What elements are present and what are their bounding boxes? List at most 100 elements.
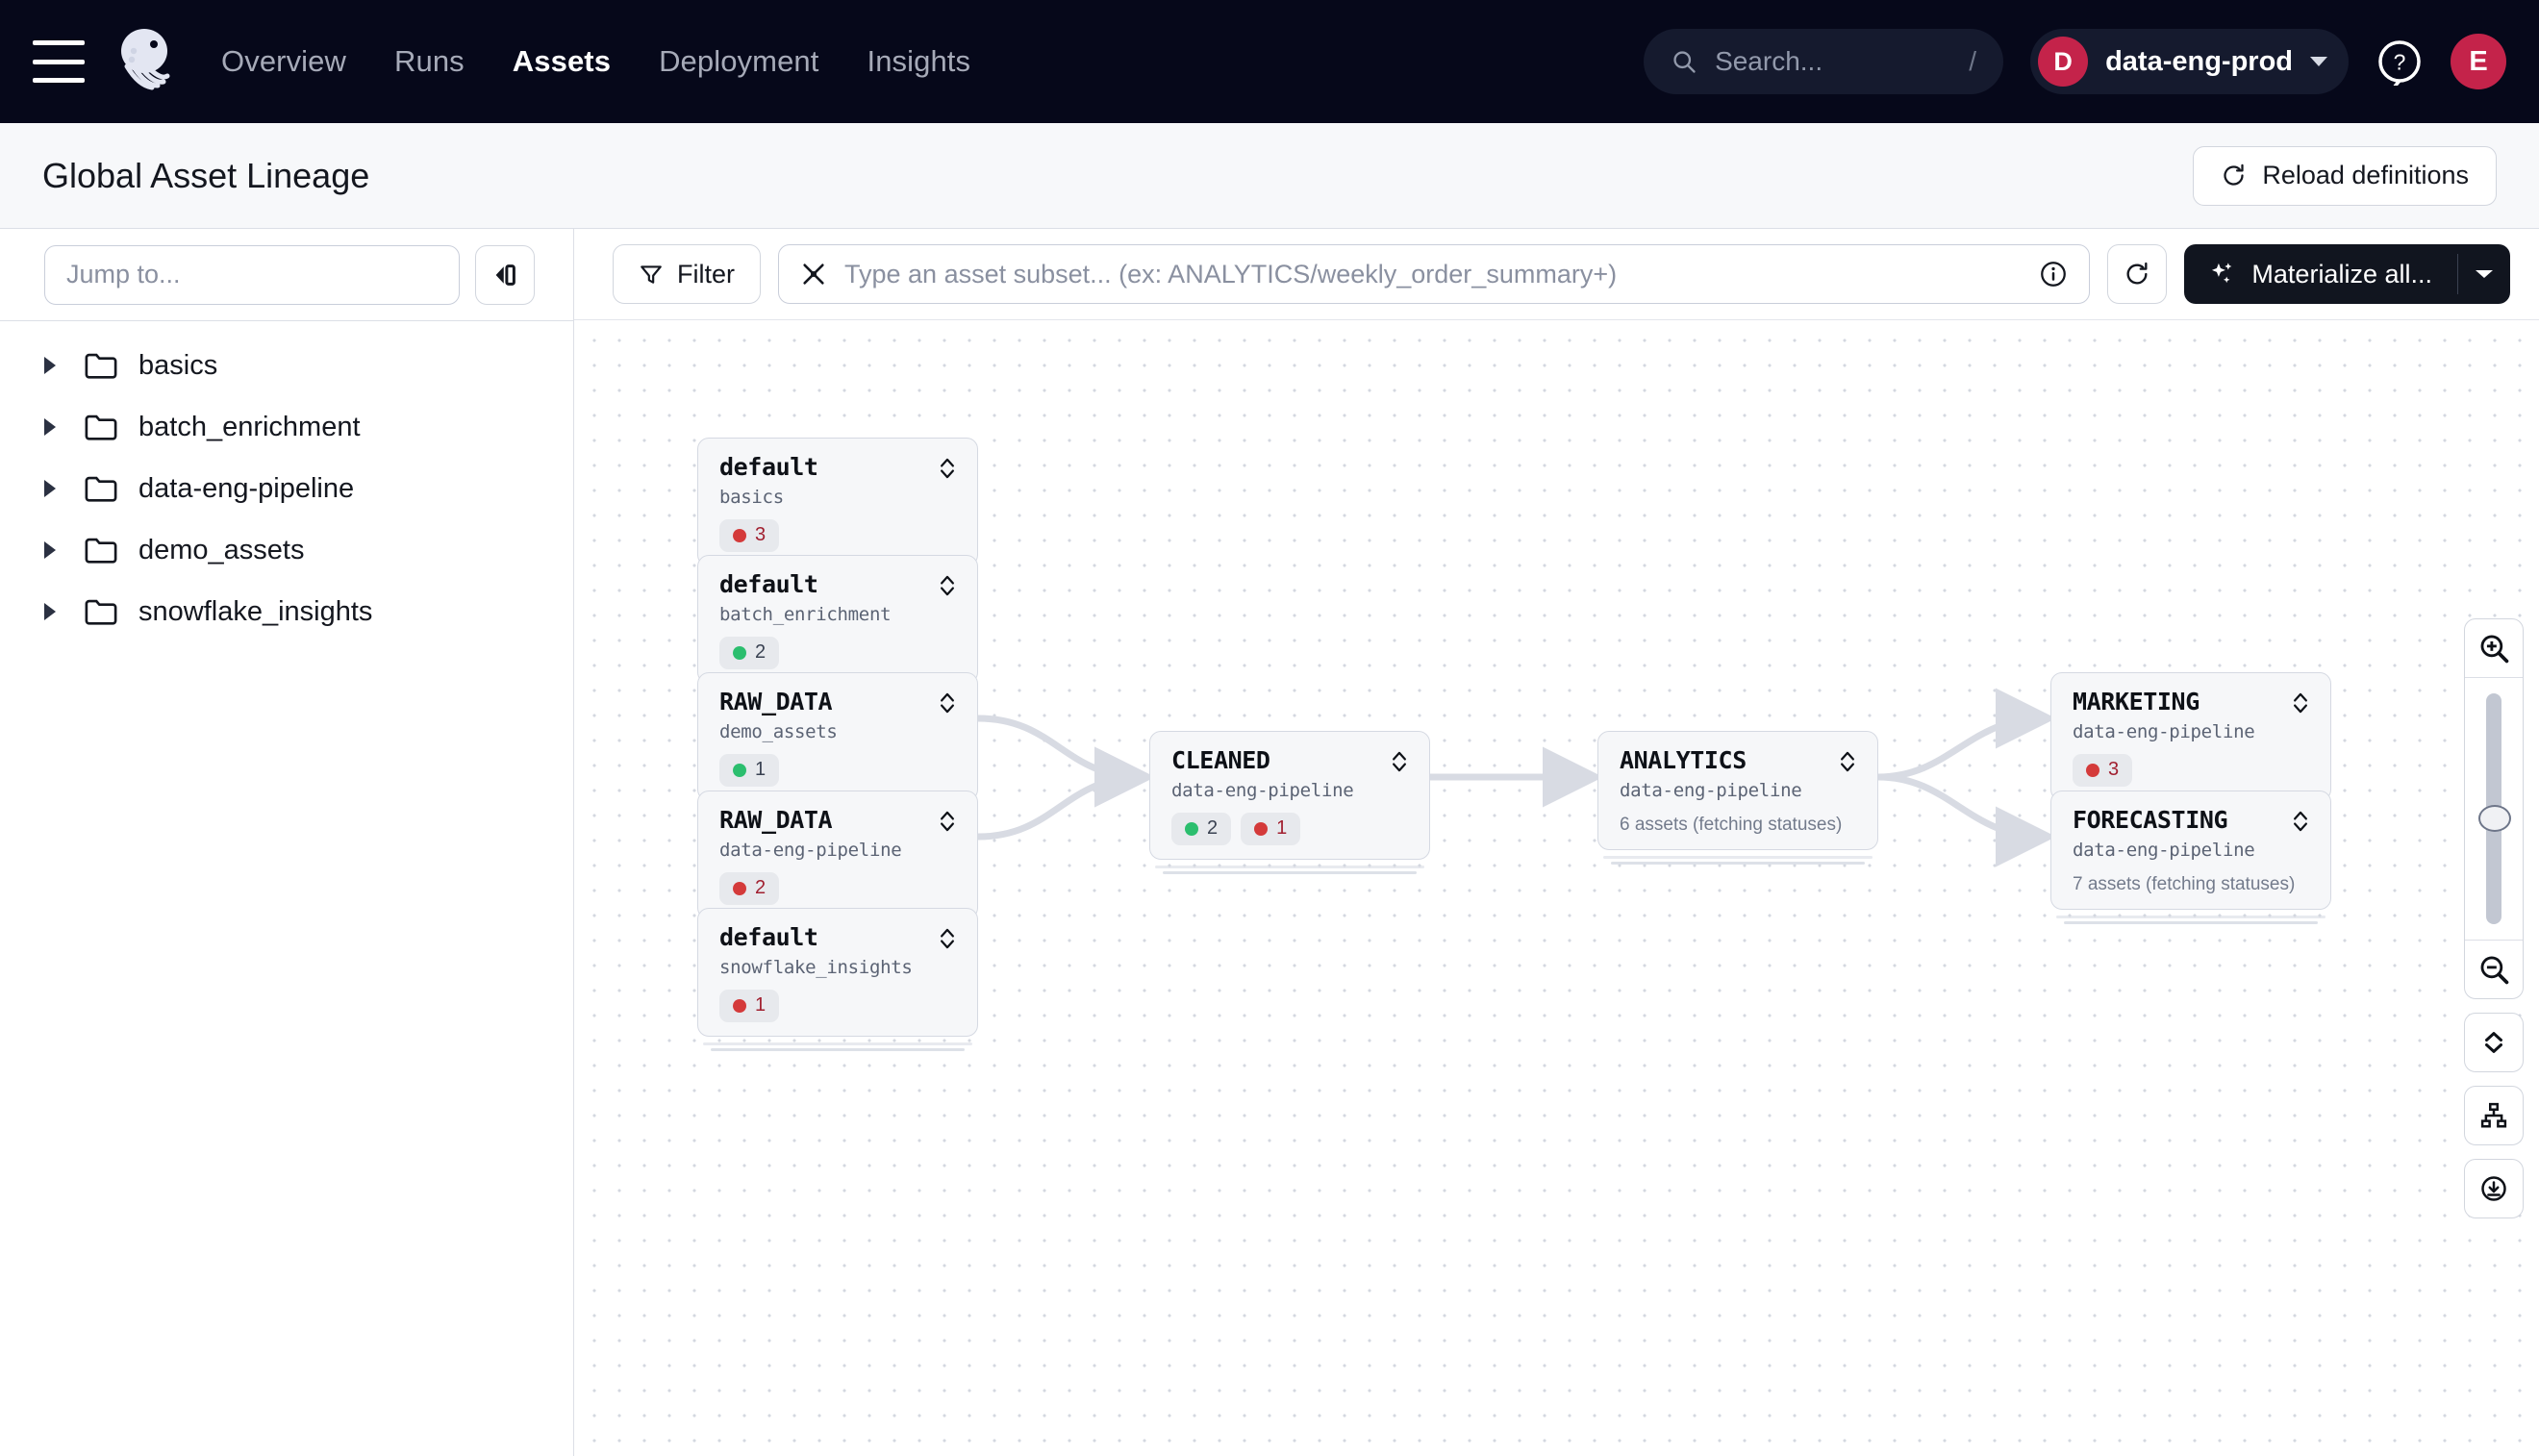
sidebar-item-snowflake_insights[interactable]: snowflake_insights xyxy=(0,581,573,642)
node-subtitle: data-eng-pipeline xyxy=(2073,720,2255,742)
materialize-all-button-group[interactable]: Materialize all... xyxy=(2184,244,2510,304)
help-circle-icon[interactable]: ? xyxy=(2376,38,2424,86)
user-avatar[interactable]: E xyxy=(2451,34,2506,89)
asset-sidebar: basics batch_enrichment data-eng-pipelin… xyxy=(0,229,574,1456)
hamburger-menu-icon[interactable] xyxy=(33,40,85,83)
status-badge-red[interactable]: 1 xyxy=(1241,812,1301,845)
status-count: 3 xyxy=(755,524,767,545)
status-count: 3 xyxy=(2108,759,2120,780)
collapse-sidebar-icon[interactable] xyxy=(475,244,535,305)
materialize-dropdown-caret[interactable] xyxy=(2458,244,2510,304)
sidebar-item-label: basics xyxy=(138,349,218,381)
expand-triangle-icon[interactable] xyxy=(44,418,56,436)
status-dot-red xyxy=(733,881,746,895)
expand-collapse-icon[interactable] xyxy=(2464,1013,2524,1072)
global-search-box[interactable]: Search... / xyxy=(1644,29,2004,94)
status-dot-green xyxy=(1185,821,1198,836)
expand-triangle-icon[interactable] xyxy=(44,541,56,559)
sidebar-item-batch_enrichment[interactable]: batch_enrichment xyxy=(0,396,573,458)
zoom-controls xyxy=(2464,618,2524,1218)
node-title: RAW_DATA xyxy=(719,688,833,715)
expand-collapse-icon[interactable] xyxy=(939,926,956,951)
node-title: default xyxy=(719,453,818,481)
status-badge-red[interactable]: 1 xyxy=(719,989,780,1022)
expand-triangle-icon[interactable] xyxy=(44,357,56,374)
reload-definitions-button[interactable]: Reload definitions xyxy=(2193,145,2497,206)
expand-collapse-icon[interactable] xyxy=(939,809,956,834)
body-split: basics batch_enrichment data-eng-pipelin… xyxy=(0,229,2539,1456)
sidebar-item-data-eng-pipeline[interactable]: data-eng-pipeline xyxy=(0,458,573,519)
deployment-badge: D xyxy=(2038,37,2089,87)
zoom-slider[interactable] xyxy=(2465,678,2523,940)
folder-icon xyxy=(85,538,117,564)
edge-demo_raw-cleaned xyxy=(977,715,1155,808)
expand-collapse-icon[interactable] xyxy=(2292,690,2309,715)
nav-link-insights[interactable]: Insights xyxy=(867,44,971,78)
jump-to-input[interactable] xyxy=(44,244,460,305)
status-badge-green[interactable]: 2 xyxy=(1171,812,1232,845)
node-subtitle: data-eng-pipeline xyxy=(1171,779,1354,801)
primary-nav-links: Overview Runs Assets Deployment Insights xyxy=(221,44,970,79)
expand-collapse-icon[interactable] xyxy=(1839,749,1856,774)
filter-button[interactable]: Filter xyxy=(613,244,761,304)
zoom-out-icon[interactable] xyxy=(2465,941,2523,998)
status-badge-red[interactable]: 2 xyxy=(719,871,780,905)
node-stack-line xyxy=(1611,862,1865,865)
expand-collapse-icon[interactable] xyxy=(1391,749,1408,774)
status-badge-red[interactable]: 3 xyxy=(719,518,780,552)
sidebar-item-demo_assets[interactable]: demo_assets xyxy=(0,519,573,581)
expand-triangle-icon[interactable] xyxy=(44,603,56,620)
materialize-all-button[interactable]: Materialize all... xyxy=(2184,244,2457,304)
status-badge-green[interactable]: 2 xyxy=(719,636,780,669)
divider xyxy=(2465,677,2523,678)
expand-collapse-icon[interactable] xyxy=(939,456,956,481)
download-icon[interactable] xyxy=(2464,1159,2524,1218)
zoom-slider-knob[interactable] xyxy=(2478,805,2511,832)
chevron-down-icon xyxy=(2310,57,2327,66)
status-badge-green[interactable]: 1 xyxy=(719,753,780,787)
status-badge-red[interactable]: 3 xyxy=(2073,753,2133,787)
node-stack-line xyxy=(1603,856,1873,859)
sidebar-search-row xyxy=(0,229,573,320)
asset-subset-field[interactable] xyxy=(778,244,2091,304)
page-title: Global Asset Lineage xyxy=(42,155,370,195)
deployment-switcher[interactable]: D data-eng-prod xyxy=(2030,29,2349,94)
status-count: 2 xyxy=(1207,817,1219,839)
divider xyxy=(2465,940,2523,941)
nav-link-deployment[interactable]: Deployment xyxy=(659,44,819,78)
expand-collapse-icon[interactable] xyxy=(2292,809,2309,834)
nav-link-runs[interactable]: Runs xyxy=(394,44,465,78)
zoom-in-icon[interactable] xyxy=(2465,619,2523,677)
asset-subset-input[interactable] xyxy=(844,259,2023,289)
info-circle-icon[interactable] xyxy=(2039,260,2068,289)
reload-definitions-label: Reload definitions xyxy=(2262,161,2469,189)
sidebar-item-basics[interactable]: basics xyxy=(0,335,573,396)
node-title: default xyxy=(719,923,818,951)
expand-triangle-icon[interactable] xyxy=(44,480,56,497)
status-count: 2 xyxy=(755,877,767,898)
dagster-logo-icon[interactable] xyxy=(110,26,181,97)
node-stack-line xyxy=(703,1042,972,1045)
expand-collapse-icon[interactable] xyxy=(939,690,956,715)
nav-link-assets[interactable]: Assets xyxy=(512,44,612,78)
hierarchy-layout-icon[interactable] xyxy=(2464,1086,2524,1145)
folder-icon xyxy=(85,476,117,502)
refresh-graph-button[interactable] xyxy=(2107,244,2168,304)
status-dot-red xyxy=(733,998,746,1013)
nav-link-overview[interactable]: Overview xyxy=(221,44,346,78)
expand-collapse-icon[interactable] xyxy=(939,573,956,598)
